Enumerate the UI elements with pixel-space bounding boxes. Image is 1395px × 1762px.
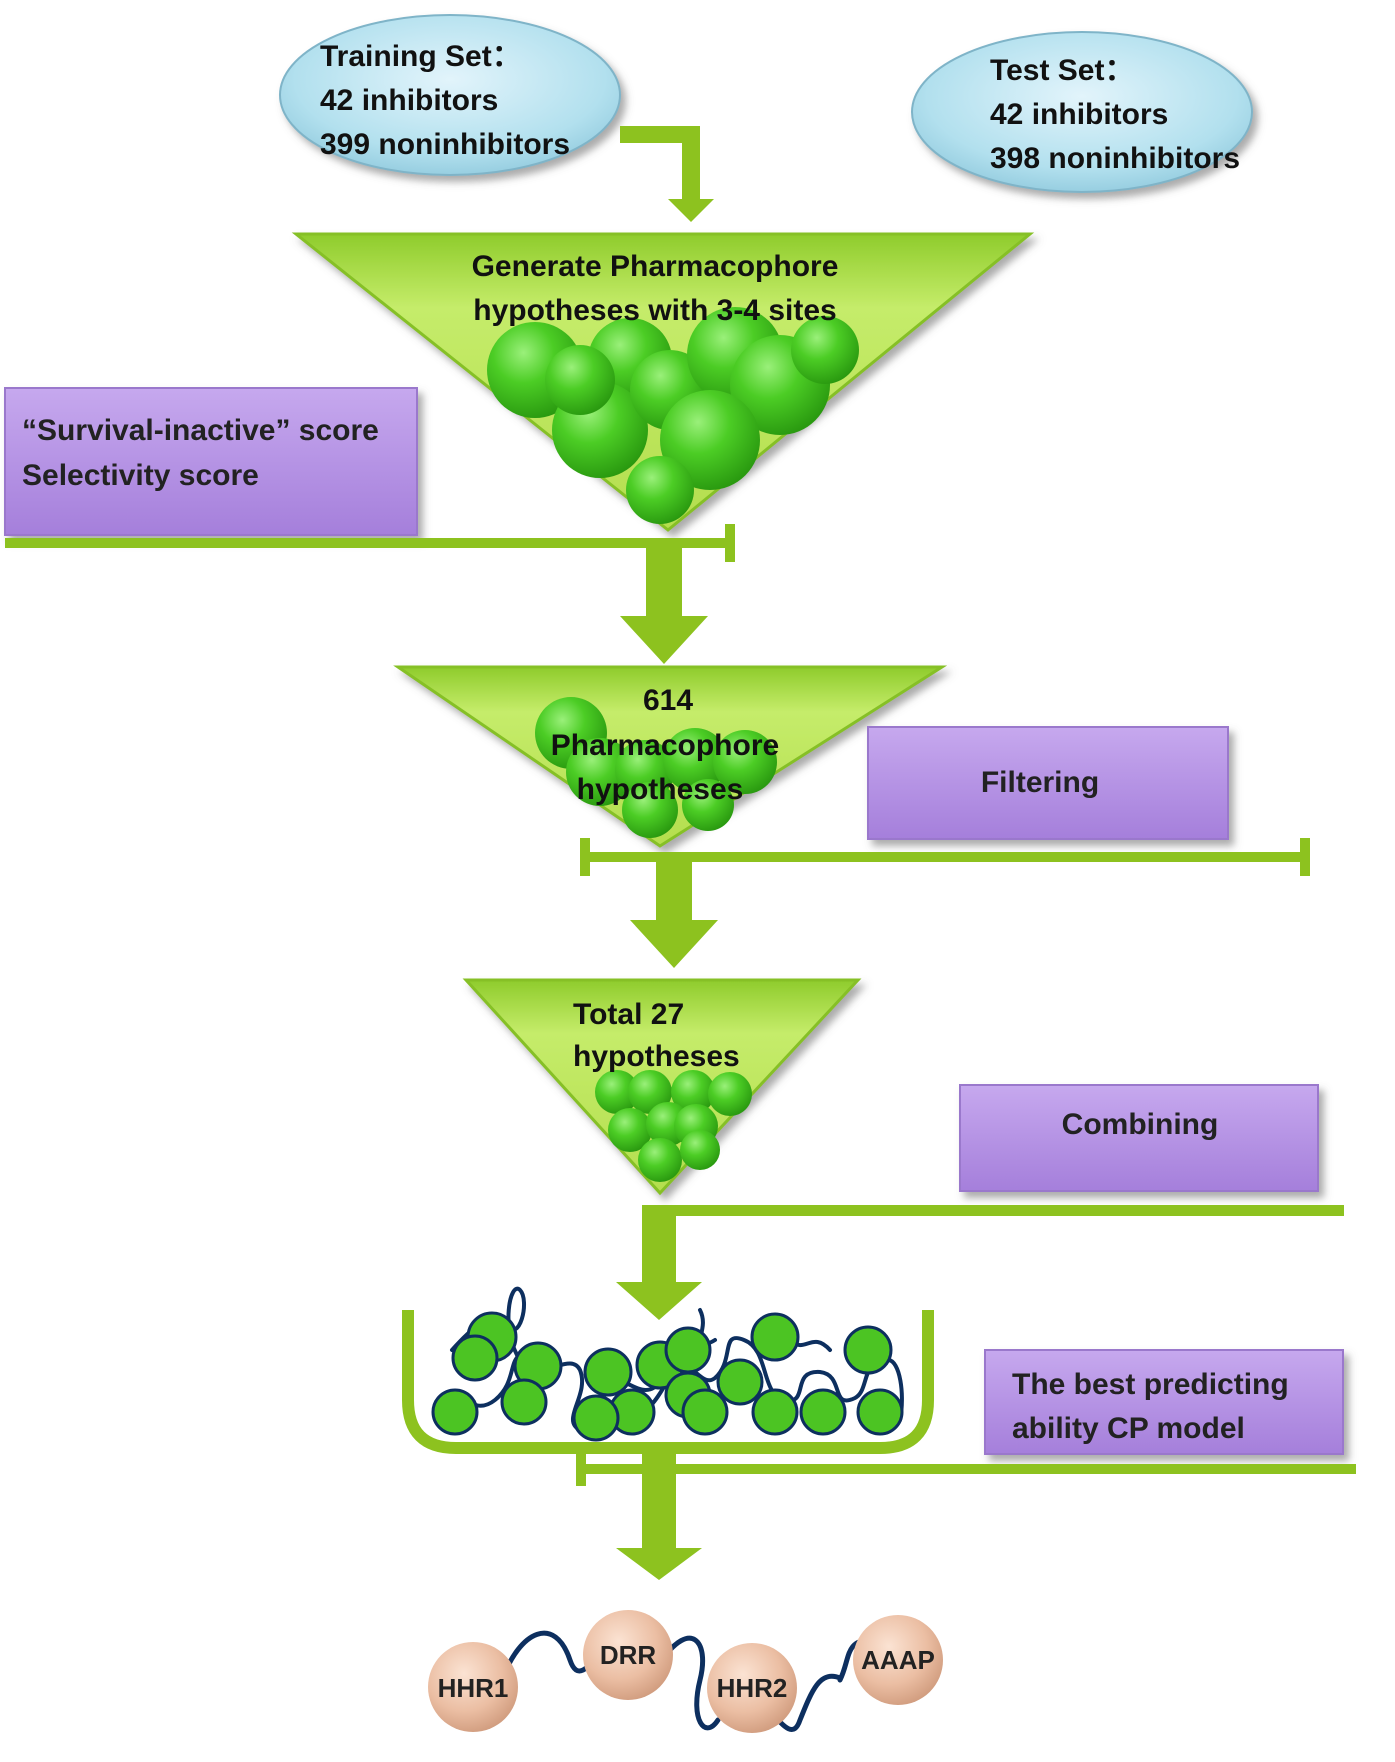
combination-container [402,1286,934,1454]
model-node-drr-label: DRR [600,1640,657,1670]
model-node-aaap-label: AAAP [861,1645,935,1675]
model-node-aaap: AAAP [853,1615,943,1705]
stage2-spheres [535,697,777,838]
model-node-hhr2: HHR2 [707,1643,797,1733]
stage2-funnel: 614 Pharmacophore hypotheses [393,665,948,848]
stage3-funnel: Total 27 hypotheses [462,978,862,1196]
stage2-bracket [580,838,1310,876]
combining-box: Combining [959,1084,1319,1192]
stage1-spheres [487,307,859,524]
training-set-inhibitors: 42 inhibitors [320,84,498,117]
cp-model-chain: HHR1 DRR HHR2 AAAP [428,1610,943,1733]
connector-arrow-2 [620,548,708,664]
test-set-title: Test Set： [990,54,1134,87]
scores-line2: Selectivity score [22,459,259,492]
stage1-bracket [5,524,735,562]
stage2-line2: Pharmacophore [551,729,779,762]
connector-arrow-4 [616,1205,1344,1320]
test-set-ellipse: Test Set： 42 inhibitors 398 noninhibitor… [911,31,1253,193]
training-set-title: Training Set： [320,40,522,73]
training-set-noninhibitors: 399 noninhibitors [320,128,570,161]
filtering-label: Filtering [981,766,1099,799]
container-spheres [431,1311,904,1442]
model-node-drr: DRR [583,1610,673,1700]
stage2-count: 614 [643,684,693,717]
stage1-funnel: Generate Pharmacophore hypotheses with 3… [291,232,1035,532]
scores-box: “Survival-inactive” score Selectivity sc… [4,387,418,536]
training-set-ellipse: Training Set： 42 inhibitors 399 noninhib… [279,14,621,176]
stage3-spheres [595,1070,752,1182]
combining-label: Combining [1062,1108,1219,1141]
model-node-hhr1: HHR1 [428,1642,518,1732]
stage1-text-line2: hypotheses with 3-4 sites [473,294,836,327]
stage3-line2: hypotheses [573,1040,740,1073]
connector-arrow-1 [620,126,714,222]
model-chain-link [499,1630,873,1732]
stage3-line1: Total 27 [573,998,684,1031]
test-set-inhibitors: 42 inhibitors [990,98,1168,131]
best-model-box: The best predicting ability CP model [984,1349,1344,1455]
stage1-text-line1: Generate Pharmacophore [472,250,839,283]
filtering-box: Filtering [867,726,1229,840]
test-set-noninhibitors: 398 noninhibitors [990,142,1240,175]
model-node-hhr1-label: HHR1 [438,1673,509,1703]
connector-arrow-5 [576,1450,1356,1580]
best-model-line2: ability CP model [1012,1412,1245,1445]
scores-line1: “Survival-inactive” score [22,414,379,447]
model-node-hhr2-label: HHR2 [717,1673,788,1703]
connector-arrow-3 [630,862,718,968]
stage2-line3: hypotheses [577,773,744,806]
best-model-line1: The best predicting [1012,1368,1289,1401]
